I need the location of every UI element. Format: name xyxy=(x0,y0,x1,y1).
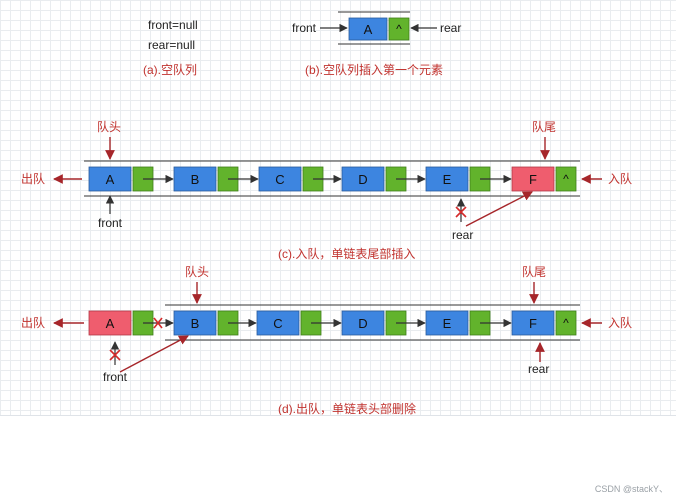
node-label-f: F xyxy=(529,316,537,331)
node-label-d: D xyxy=(358,172,367,187)
panel-d: A B C D E F ^ 出队 入队 队头 队尾 front rear (d).出队，单链… xyxy=(21,264,632,415)
pointer-box xyxy=(388,17,410,41)
rear-label: rear xyxy=(440,21,461,35)
panel-c: A B C D E F ^ 出队 入队 队头 队尾 front rear (c).入队，单链… xyxy=(21,119,632,261)
pointer-box-f xyxy=(555,310,577,336)
head-label: 队头 xyxy=(97,119,121,134)
panel-b: A ^ front rear (b).空队列插入第一个元素 xyxy=(292,11,461,77)
node-label-e: E xyxy=(443,172,452,187)
node-label-b: B xyxy=(191,316,200,331)
rear-label: rear xyxy=(528,362,549,376)
cross-mark-icon xyxy=(455,206,467,218)
pointer-box-f xyxy=(555,166,577,192)
node-label-c: C xyxy=(273,316,282,331)
panel-a: front=null rear=null (a).空队列 xyxy=(143,18,198,77)
new-front-arrow xyxy=(119,335,189,373)
node-box-b xyxy=(173,166,217,192)
node-list: A B C D E F ^ xyxy=(88,166,577,192)
cross-mark-icon xyxy=(153,317,163,329)
node-box-e xyxy=(425,310,469,336)
node-box-a xyxy=(88,166,132,192)
node-box-c xyxy=(256,310,300,336)
node-box-e xyxy=(425,166,469,192)
watermark: CSDN @stackY、 xyxy=(594,484,668,494)
null-symbol: ^ xyxy=(563,172,569,186)
node-box-f xyxy=(511,166,555,192)
front-null-text: front=null xyxy=(148,18,198,32)
dequeue-label: 出队 xyxy=(21,315,45,330)
cross-mark-icon xyxy=(109,349,121,361)
node-label-e: E xyxy=(443,316,452,331)
new-rear-arrow xyxy=(465,191,533,227)
caption-c: (c).入队，单链表尾部插入 xyxy=(278,246,415,261)
node-label-c: C xyxy=(275,172,284,187)
rear-null-text: rear=null xyxy=(148,38,195,52)
node-label-a: A xyxy=(106,316,115,331)
node-box-f xyxy=(511,310,555,336)
rear-label: rear xyxy=(452,228,473,242)
enqueue-label: 入队 xyxy=(608,315,632,330)
queue-diagram: front=null rear=null (a).空队列 A ^ front r… xyxy=(21,11,632,415)
front-label: front xyxy=(292,21,317,35)
dequeue-label: 出队 xyxy=(21,171,45,186)
node-box xyxy=(348,17,388,41)
node-box-a xyxy=(88,310,132,336)
node-box-c xyxy=(258,166,302,192)
node-box-d xyxy=(341,166,385,192)
enqueue-label: 入队 xyxy=(608,171,632,186)
caption-a: (a).空队列 xyxy=(143,62,197,77)
node-list: A B C D E F ^ xyxy=(88,310,577,336)
node-box-b xyxy=(173,310,217,336)
tail-label: 队尾 xyxy=(532,119,556,134)
front-label: front xyxy=(98,216,123,230)
diagram-canvas: front=null rear=null (a).空队列 A ^ front r… xyxy=(0,0,676,416)
node-value: A xyxy=(364,22,373,37)
front-label: front xyxy=(103,370,128,384)
null-symbol: ^ xyxy=(396,22,402,36)
caption-b: (b).空队列插入第一个元素 xyxy=(305,62,443,77)
node-box-d xyxy=(341,310,385,336)
node-label-b: B xyxy=(191,172,200,187)
tail-label: 队尾 xyxy=(522,264,546,279)
node-label-f: F xyxy=(529,172,537,187)
node-label-a: A xyxy=(106,172,115,187)
node-label-d: D xyxy=(358,316,367,331)
head-label: 队头 xyxy=(185,264,209,279)
caption-d: (d).出队，单链表头部删除 xyxy=(278,401,416,415)
null-symbol: ^ xyxy=(563,316,569,330)
